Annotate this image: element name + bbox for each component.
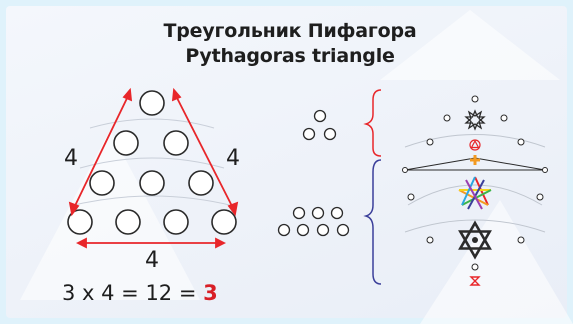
formula: 3 x 4 = 12 = 3: [62, 281, 218, 305]
pythagoras-circles: [67, 90, 237, 235]
title-russian: Треугольник Пифагора: [163, 20, 417, 42]
triangle-circle: [188, 170, 214, 196]
left-side-arrow: [71, 91, 131, 213]
left-side-label: 4: [64, 146, 78, 171]
orange-cross-icon: [470, 155, 480, 165]
blue-brace: [363, 159, 382, 285]
background-shapes: [20, 10, 573, 324]
right-side-arrow: [173, 91, 236, 213]
symbol-column: [402, 95, 548, 286]
red-hourglass-icon: [469, 276, 481, 286]
triangle-circle: [139, 90, 165, 116]
formula-expression: 3 x 4 = 12 =: [62, 281, 204, 305]
triangle-circle: [139, 170, 165, 196]
formula-result: 3: [203, 281, 218, 305]
triangle-circle: [113, 130, 139, 156]
triangle-circle: [211, 209, 237, 235]
background-arcs: [69, 118, 235, 207]
triangle-circle: [115, 209, 141, 235]
triangle-circle: [67, 209, 93, 235]
six-pointed-star-icon: [464, 109, 486, 131]
rainbow-heptagram-icon: [458, 176, 492, 210]
bottom-side-label: 4: [145, 248, 159, 273]
right-side-label: 4: [226, 146, 240, 171]
red-brace: [363, 89, 382, 157]
small-circles-top: [302, 109, 337, 141]
small-circles-bottom: [277, 206, 350, 237]
triangle-circle: [163, 209, 189, 235]
triangle-circle: [163, 130, 189, 156]
title-english: Pythagoras triangle: [185, 45, 395, 67]
side-arrows: [68, 87, 239, 249]
star-of-david-icon: [458, 220, 492, 260]
triangle-circle: [89, 170, 115, 196]
red-triangle-icon: [469, 139, 481, 151]
